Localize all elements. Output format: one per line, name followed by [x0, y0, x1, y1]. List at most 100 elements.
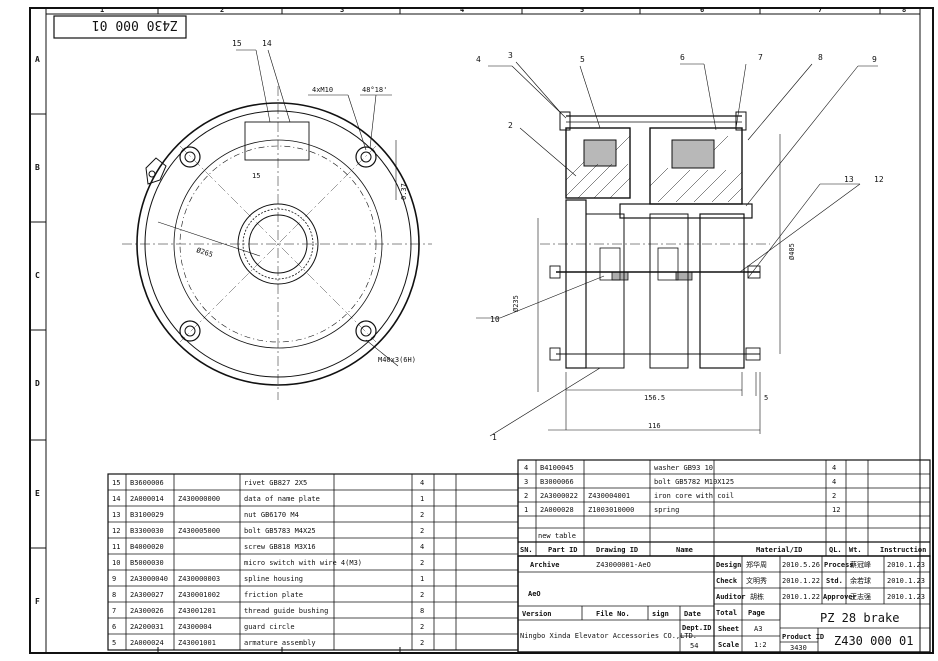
parts-right-name: iron core with coil [654, 492, 734, 500]
callout-10: 10 [490, 315, 500, 324]
std-name: 余若球 [850, 576, 871, 585]
sheet-value: A3 [754, 625, 762, 633]
parts-left-part-id: 2A000014 [130, 495, 164, 503]
callout-1: 1 [492, 433, 497, 442]
new-table-label: new table [538, 532, 576, 540]
parts-left-part-id: 2A3000040 [130, 575, 168, 583]
dim-15: 15 [252, 172, 260, 180]
hdr-name: Name [676, 546, 693, 554]
hdr-wt: Wt. [849, 546, 862, 554]
parts-left-name: thread guide bushing [244, 607, 328, 615]
dim-116: 116 [648, 422, 661, 430]
auditor-name: 胡栋 [750, 592, 764, 601]
dim-0-37: 0.37 [400, 183, 408, 200]
front-view-annotations [157, 49, 399, 367]
hdr-sn: SN. [520, 546, 533, 554]
grid-col-3: 3 [340, 6, 344, 14]
approver-label: Approver [823, 593, 857, 601]
parts-left-no: 15 [112, 479, 120, 487]
parts-table-right [517, 459, 931, 557]
parts-table-left [107, 473, 519, 651]
callout-14: 14 [262, 39, 272, 48]
parts-right-part-id: 2A3000022 [540, 492, 578, 500]
process-name: 蔡冠峰 [850, 560, 871, 569]
hdr-instruction: Instruction [880, 546, 926, 554]
parts-left-qty: 2 [420, 591, 424, 599]
parts-left-name: guard circle [244, 623, 295, 631]
product-id-label: Product ID [782, 633, 824, 641]
parts-left-qty: 2 [420, 559, 424, 567]
approver-name: 王志强 [850, 592, 871, 601]
hdr-drawing-id: Drawing ID [596, 546, 638, 554]
callout-4: 4 [476, 55, 481, 64]
parts-header-row: SN. Part ID Drawing ID Name Material/ID … [520, 546, 926, 554]
dept-id-value: 54 [690, 642, 698, 650]
check-label: Check [716, 577, 738, 585]
parts-left-qty: 1 [420, 495, 424, 503]
parts-left-name: friction plate [244, 591, 303, 599]
parts-left-drawing-id: Z43001201 [178, 607, 216, 615]
parts-left-no: 12 [112, 527, 120, 535]
mirror-code-text: Z430 000 01 [92, 17, 178, 32]
check-name: 文明秀 [746, 576, 767, 585]
parts-left-name: rivet GB827 2X5 [244, 479, 307, 487]
parts-right-qty: 12 [832, 506, 840, 514]
callout-6: 6 [680, 53, 685, 62]
callout-9: 9 [872, 55, 877, 64]
parts-right-no: 2 [524, 492, 528, 500]
parts-left-qty: 4 [420, 543, 424, 551]
page-label: Page [748, 609, 765, 617]
dim-4xm10: 4xM10 [312, 86, 333, 94]
scale-value: 1:2 [754, 641, 767, 649]
callout-12: 12 [874, 175, 884, 184]
total-label: Total [716, 609, 737, 617]
product-id-value: 3430 [790, 644, 807, 652]
parts-left-name: screw GB818 M3X16 [244, 543, 316, 551]
sheet-label: Sheet [718, 625, 739, 633]
parts-left-drawing-id: Z430005000 [178, 527, 220, 535]
check-date: 2010.1.22 [782, 577, 820, 585]
aeo-label: AeO [528, 590, 541, 598]
section-leaders [476, 61, 878, 437]
parts-left-qty: 2 [420, 527, 424, 535]
grid-row-e: E [35, 489, 40, 498]
parts-right-name: spring [654, 506, 679, 514]
parts-left-no: 14 [112, 495, 120, 503]
grid-col-6: 6 [700, 6, 704, 14]
parts-right-qty: 4 [832, 478, 836, 486]
grid-row-c: C [35, 271, 40, 280]
parts-left-no: 5 [112, 639, 116, 647]
parts-left-no: 10 [112, 559, 120, 567]
parts-left-part-id: B5000030 [130, 559, 164, 567]
parts-right-no: 1 [524, 506, 528, 514]
grid-row-d: D [35, 379, 40, 388]
parts-left-no: 6 [112, 623, 116, 631]
callout-13: 13 [844, 175, 854, 184]
grid-col-8: 8 [902, 6, 906, 14]
parts-left-part-id: 2A000024 [130, 639, 164, 647]
grid-row-b: B [35, 163, 40, 172]
parts-right-no: 4 [524, 464, 528, 472]
archive-value: Z43000001-AeO [596, 561, 651, 569]
design-name: 郑华周 [746, 560, 767, 569]
grid-col-1: 1 [100, 6, 104, 14]
hdr-part-id: Part ID [548, 546, 578, 554]
grid-col-4: 4 [460, 6, 464, 14]
grid-col-2: 2 [220, 6, 224, 14]
parts-left-part-id: B3100029 [130, 511, 164, 519]
title-block [517, 555, 931, 653]
callout-5: 5 [580, 55, 585, 64]
column-grid-top [46, 8, 920, 15]
parts-right-qty: 4 [832, 464, 836, 472]
parts-right-name: washer GB93 10 [654, 464, 713, 472]
callout-8: 8 [818, 53, 823, 62]
parts-right-drawing-id: Z1003010000 [588, 506, 634, 514]
auditor-label: Auditor [716, 593, 746, 601]
dim-d265: Ø265 [195, 246, 214, 259]
dim-d405: Ø405 [788, 243, 796, 260]
parts-left-part-id: 2A200031 [130, 623, 164, 631]
parts-left-no: 8 [112, 591, 116, 599]
parts-left-drawing-id: Z430001002 [178, 591, 220, 599]
